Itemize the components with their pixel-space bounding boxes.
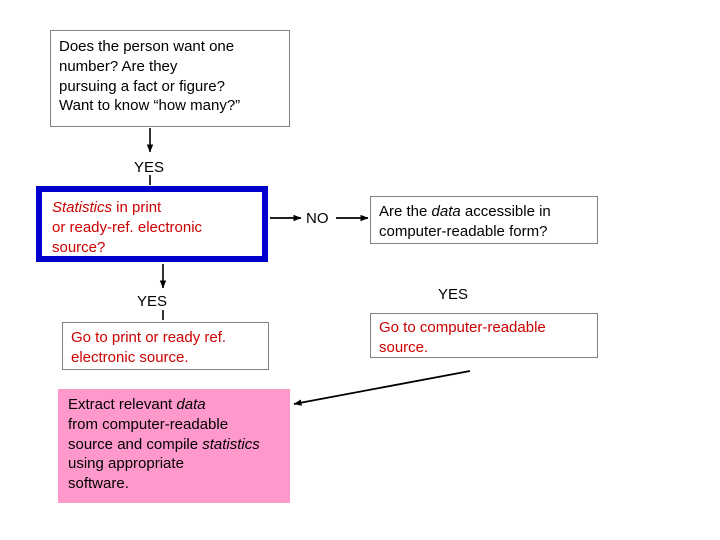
- label-no: NO: [306, 210, 329, 227]
- label-yes-right: YES: [438, 286, 469, 303]
- extract-statistics-keyword: statistics: [202, 435, 260, 453]
- box-statistics-source: Statistics in print or ready-ref. electr…: [36, 186, 268, 262]
- statistics-line-1: Statistics in print: [52, 198, 252, 218]
- question-line-2: number? Are they: [59, 57, 178, 75]
- extract-data-keyword: data: [176, 396, 206, 413]
- question-line-4: Want to know “how many?”: [59, 97, 241, 115]
- go-computer-line-1: Go to computer-readable: [379, 319, 546, 336]
- arrow-gocomputer-to-extract: [293, 370, 471, 406]
- box-statistics-inner: Statistics in print or ready-ref. electr…: [40, 190, 264, 258]
- go-print-line-2: electronic source.: [71, 348, 189, 366]
- extract-line-1-pre: Extract relevant: [68, 396, 177, 413]
- statistics-keyword: Statistics: [52, 199, 113, 216]
- box-question: Does the person want one number? Are the…: [50, 30, 290, 127]
- statistics-line-1-rest: in print: [112, 199, 162, 216]
- accessible-line-1-post: accessible in: [460, 203, 551, 220]
- statistics-line-2: or ready-ref. electronic: [52, 218, 203, 236]
- accessible-line-2: computer-readable form?: [379, 222, 548, 240]
- label-yes-left: YES: [137, 293, 168, 310]
- extract-line-5: software.: [68, 475, 129, 493]
- accessible-line-1-pre: Are the: [379, 203, 432, 220]
- accessible-line-1: Are the data accessible in: [379, 202, 589, 222]
- extract-line-3: source and compile statistics: [68, 435, 282, 455]
- extract-line-2: from computer-readable: [68, 415, 229, 433]
- extract-line-3-pre: source and compile: [68, 435, 203, 453]
- statistics-line-3: source?: [52, 238, 106, 256]
- question-line-1: Does the person want one: [59, 38, 235, 55]
- label-yes-top: YES: [134, 159, 165, 176]
- box-go-computer-source: Go to computer-readable source.: [370, 313, 598, 358]
- box-data-accessible: Are the data accessible in computer-read…: [370, 196, 598, 244]
- extract-line-4: using appropriate: [68, 455, 184, 473]
- box-go-print-source: Go to print or ready ref. electronic sou…: [62, 322, 269, 370]
- question-line-3: pursuing a fact or figure?: [59, 77, 225, 95]
- go-computer-line-2: source.: [379, 338, 429, 356]
- data-keyword: data: [431, 203, 461, 220]
- extract-line-1: Extract relevant data: [68, 395, 282, 415]
- box-extract-data: Extract relevant data from computer-read…: [58, 389, 290, 503]
- go-print-line-1: Go to print or ready ref.: [71, 329, 227, 346]
